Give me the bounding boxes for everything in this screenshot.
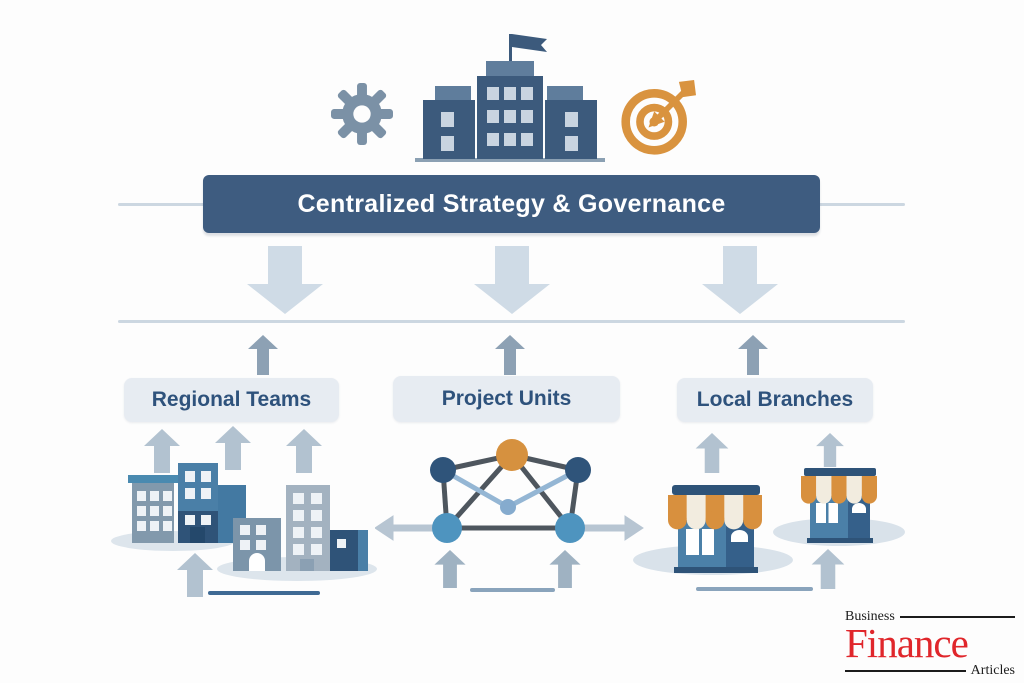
unit-label-project-units: Project Units [393,376,620,422]
logo-bottom-text: Articles [970,662,1015,678]
business-finance-articles-logo: Business Finance Articles [845,609,1015,679]
unit-label-local-branches: Local Branches [677,378,873,422]
network-node-dark-left [430,457,456,483]
connector-line-right [810,203,905,206]
storefront-large [668,485,762,573]
logo-top-rule [899,616,1015,618]
up-arrow-2 [495,335,525,375]
regional-teams-illustration [111,426,377,597]
headquarters-icon [415,34,605,162]
connector-line-left [118,203,213,206]
down-arrow-1 [247,246,323,314]
network-node-small [500,499,516,515]
logo-bottom-rule [845,669,966,672]
regional-teams-label: Regional Teams [151,388,312,411]
local-branches-label: Local Branches [696,388,854,411]
down-arrow-3 [702,246,778,314]
project-units-label: Project Units [441,387,572,410]
logo-top-text: Business [845,609,895,624]
local-branches-illustration [633,433,905,591]
network-node-orange [496,439,528,471]
up-arrow-3 [738,335,768,375]
target-icon [621,80,696,155]
banner-centralized-strategy: Centralized Strategy & Governance [203,175,820,233]
logo-main-text: Finance [845,620,969,666]
storefront-small [801,468,877,543]
up-arrow-1 [248,335,278,375]
gear-icon [331,83,393,145]
network-node-light-right [555,513,585,543]
building-up-arrow [144,429,180,473]
mid-separator-line [118,320,905,323]
project-units-illustration [375,439,644,592]
network-node-light-left [432,513,462,543]
network-node-dark-right [565,457,591,483]
down-arrow-2 [474,246,550,314]
outward-arrows [375,515,644,541]
banner-label: Centralized Strategy & Governance [297,189,726,218]
unit-label-regional-teams: Regional Teams [124,378,339,422]
